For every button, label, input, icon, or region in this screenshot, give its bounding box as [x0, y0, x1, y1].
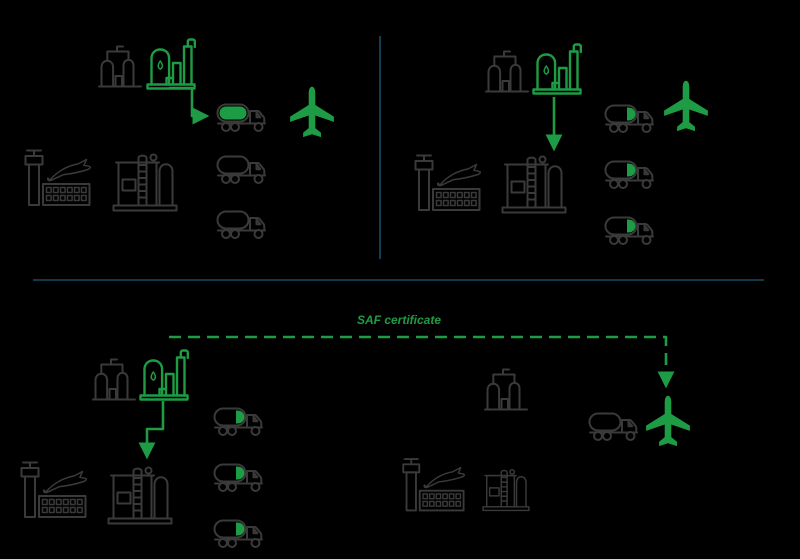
panel-bottom — [20, 335, 690, 548]
saf-certificate-arrow — [169, 335, 675, 389]
fuel-tanker-truck-icon — [216, 210, 266, 239]
blended-fuel-truck-icon — [604, 104, 654, 133]
fuel-storage-icon — [501, 155, 567, 214]
airport-icon — [402, 458, 465, 512]
oil-refinery-icon — [98, 45, 142, 88]
airport-icon — [24, 149, 91, 206]
blended-fuel-truck-icon — [604, 216, 654, 245]
fuel-tanker-truck-icon — [588, 412, 638, 441]
oil-refinery-icon — [484, 368, 528, 411]
aircraft-icon — [290, 86, 334, 138]
panel-dividers — [33, 36, 764, 281]
oil-refinery-icon — [485, 50, 529, 93]
saf-plant-to-truck-arrow — [169, 86, 210, 125]
blended-fuel-truck-icon — [213, 519, 263, 548]
saf-certificate-label: SAF certificate — [357, 313, 442, 327]
blended-fuel-truck-icon — [213, 407, 263, 436]
panel-top-left — [24, 38, 334, 239]
saf-plant-icon — [139, 349, 189, 401]
fuel-storage-icon — [482, 468, 530, 512]
fuel-storage-icon — [112, 153, 178, 212]
panel-top-right — [414, 43, 708, 245]
saf-plant-to-storage-arrow — [138, 401, 165, 460]
saf-plant-icon — [532, 43, 582, 95]
blended-fuel-truck-icon — [604, 160, 654, 189]
blended-fuel-truck-icon — [213, 463, 263, 492]
fuel-tanker-truck-icon — [216, 155, 266, 184]
fuel-storage-icon — [107, 466, 173, 525]
oil-refinery-icon — [92, 358, 136, 401]
airport-icon — [20, 461, 87, 518]
saf-tanker-truck-icon — [216, 103, 266, 132]
aircraft-icon — [664, 80, 708, 132]
airport-icon — [414, 154, 481, 211]
diagram-nodes — [20, 38, 708, 548]
saf-plant-icon — [146, 38, 196, 90]
aircraft-icon — [646, 395, 690, 447]
